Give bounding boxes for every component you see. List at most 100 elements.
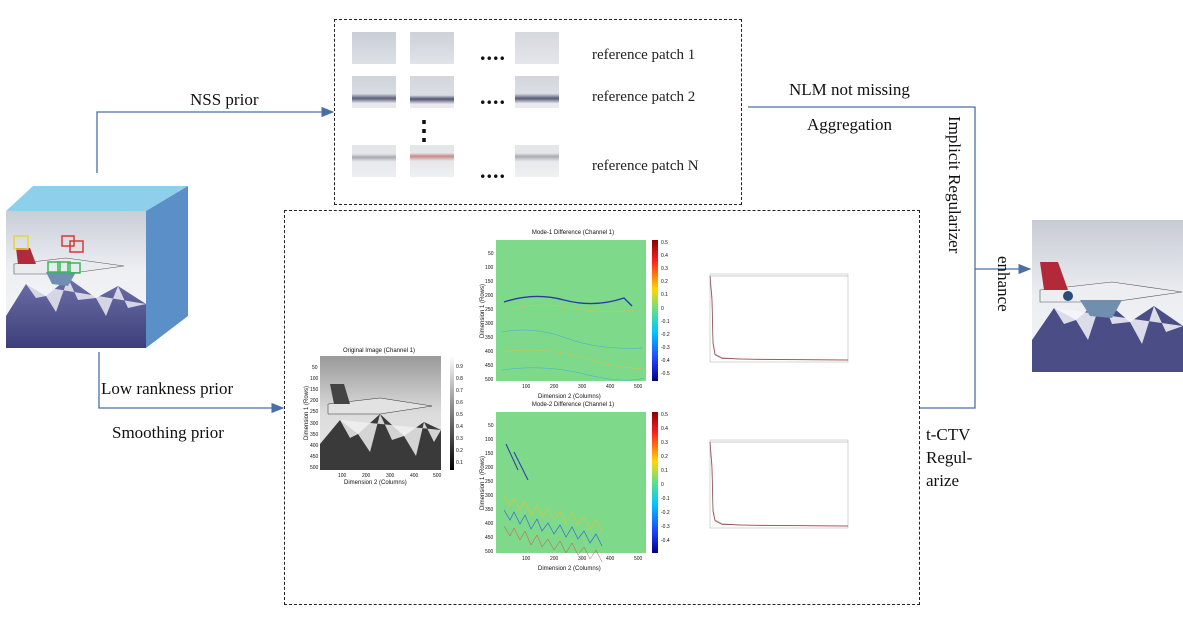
mode1-y-tick-10: 500 (485, 377, 494, 383)
mode1-x-tick-2: 200 (550, 384, 559, 390)
mode2-x-tick-2: 200 (550, 556, 559, 562)
original-cb-tick-9: 0.1 (456, 460, 463, 466)
ref-patch-1-label: reference patch 1 (592, 47, 696, 63)
patch-2-n (515, 76, 559, 108)
mode1-cb-tick-5: 0.1 (661, 292, 668, 298)
mode2-cb-tick-10: -0.4 (661, 538, 670, 544)
mode1-sv-graphic (709, 273, 849, 363)
patch-n-n (515, 145, 559, 177)
mode1-difference-plot: Mode-1 Difference (Channel 1) Dimension … (474, 228, 678, 404)
mode2-y-tick-2: 100 (485, 437, 494, 443)
patch-2-2 (410, 76, 454, 108)
mode1-y-tick-4: 200 (485, 293, 494, 299)
original-y-tick-2: 100 (310, 376, 319, 382)
enhance-label: enhance (994, 256, 1013, 312)
patch-n-1 (352, 145, 396, 177)
low-rank-arrow (98, 352, 285, 414)
mode1-y-tick-7: 350 (485, 335, 494, 341)
mode1-y-tick-9: 450 (485, 363, 494, 369)
original-plot-xlabel: Dimension 2 (Columns) (344, 480, 407, 486)
original-cb-tick-8: 0.2 (456, 448, 463, 454)
patch-1-n (515, 32, 559, 64)
original-x-tick-4: 400 (410, 473, 419, 479)
mode2-x-tick-4: 400 (606, 556, 615, 562)
mode1-y-tick-2: 100 (485, 265, 494, 271)
ref-patch-2-label: reference patch 2 (592, 89, 696, 105)
original-y-tick-9: 450 (310, 454, 319, 460)
low-rank-smooth-box (284, 210, 920, 605)
mode2-x-tick-3: 300 (578, 556, 587, 562)
original-y-tick-10: 500 (310, 465, 319, 471)
mode1-cb-tick-8: -0.2 (661, 332, 670, 338)
original-y-tick-5: 250 (310, 409, 319, 415)
mode1-y-tick-6: 300 (485, 321, 494, 327)
mode2-cb-tick-2: 0.4 (661, 426, 668, 432)
input-cube (6, 186, 188, 351)
dots-row-2: .... (480, 84, 506, 109)
mode1-y-tick-8: 400 (485, 349, 494, 355)
mode2-cb-tick-8: -0.2 (661, 510, 670, 516)
mode2-y-tick-3: 150 (485, 451, 494, 457)
original-x-tick-2: 200 (362, 473, 371, 479)
mode2-y-tick-4: 200 (485, 465, 494, 471)
patch-1-2 (410, 32, 454, 64)
low-rank-prior-label: Low rankness prior (101, 379, 234, 398)
mode1-cb-tick-2: 0.4 (661, 253, 668, 259)
ref-patch-n-label: reference patch N (592, 158, 699, 174)
mode2-cb-tick-9: -0.3 (661, 524, 670, 530)
mode2-difference-plot: Mode-2 Difference (Channel 1) Dimension … (474, 400, 678, 576)
output-image-graphic (1032, 220, 1183, 372)
original-cb-tick-5: 0.5 (456, 412, 463, 418)
mode1-plot-xlabel: Dimension 2 (Columns) (538, 394, 601, 400)
nlm-label: NLM not missing (789, 80, 910, 99)
nss-prior-label: NSS prior (190, 90, 259, 109)
mode1-cb-tick-7: -0.1 (661, 319, 670, 325)
mode1-cb-tick-6: 0 (661, 306, 664, 312)
aggregation-line (748, 106, 976, 269)
mode1-cb-tick-1: 0.5 (661, 240, 668, 246)
mode1-x-tick-1: 100 (522, 384, 531, 390)
mode1-y-tick-5: 250 (485, 307, 494, 313)
mode2-y-tick-7: 350 (485, 507, 494, 513)
patch-1-1 (352, 32, 396, 64)
original-y-tick-7: 350 (310, 432, 319, 438)
mode1-plot-graphic (496, 240, 658, 381)
mode2-cb-tick-6: 0 (661, 482, 664, 488)
mode2-y-tick-9: 450 (485, 535, 494, 541)
mode1-cb-tick-9: -0.3 (661, 345, 670, 351)
mode2-y-tick-6: 300 (485, 493, 494, 499)
tctv-label-3: arize (926, 471, 960, 490)
mode1-y-tick-3: 150 (485, 279, 494, 285)
original-y-tick-3: 150 (310, 387, 319, 393)
original-y-tick-4: 200 (310, 398, 319, 404)
dots-vertical: ⋮ (411, 116, 438, 145)
mode2-x-tick-5: 500 (634, 556, 643, 562)
dots-row-1: .... (480, 40, 506, 65)
patch-n-2 (410, 145, 454, 177)
original-cb-tick-1: 0.9 (456, 364, 463, 370)
tctv-line (920, 269, 976, 409)
original-image-plot: Original Image (Channel 1) Dimension 2 (… (300, 346, 463, 492)
cube-graphic (6, 186, 188, 348)
mode2-cb-tick-4: 0.2 (661, 454, 668, 460)
tctv-label-1: t-CTV (926, 425, 971, 444)
original-x-tick-5: 500 (433, 473, 442, 479)
smoothing-prior-label: Smoothing prior (112, 423, 224, 442)
mode2-cb-tick-1: 0.5 (661, 412, 668, 418)
original-plot-title: Original Image (Channel 1) (342, 348, 416, 354)
mode1-x-tick-4: 400 (606, 384, 615, 390)
mode2-x-tick-1: 100 (522, 556, 531, 562)
original-cb-tick-3: 0.7 (456, 388, 463, 394)
aggregation-label: Aggregation (807, 115, 892, 134)
mode2-cb-tick-7: -0.1 (661, 496, 670, 502)
mode2-singular-value-plot (700, 428, 852, 540)
original-cb-tick-2: 0.8 (456, 376, 463, 382)
mode2-plot-xlabel: Dimension 2 (Columns) (538, 566, 601, 572)
implicit-regularizer-label: Implicit Regularizer (945, 116, 964, 254)
tctv-label-2: Regul- (926, 448, 973, 467)
original-y-tick-8: 400 (310, 443, 319, 449)
mode1-singular-value-plot (700, 262, 852, 374)
mode2-y-tick-1: 50 (488, 423, 494, 429)
mode1-cb-tick-4: 0.2 (661, 279, 668, 285)
